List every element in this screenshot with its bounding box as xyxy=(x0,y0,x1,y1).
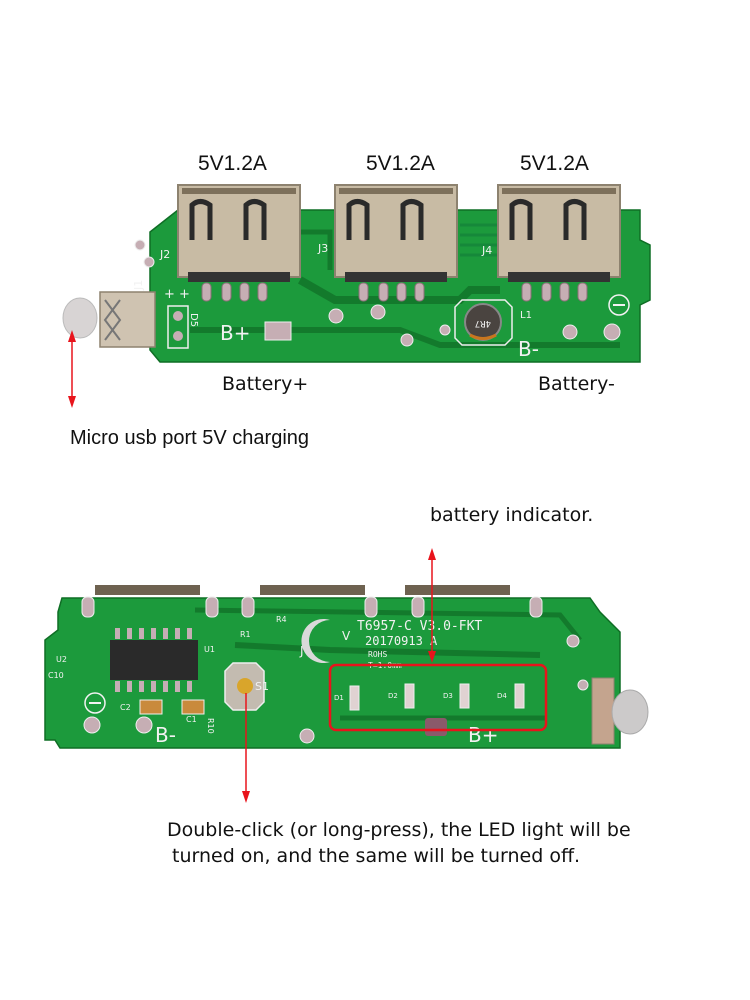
button-caption-line1: Double-click (or long-press), the LED li… xyxy=(167,819,631,841)
usb-port-3-spec: 5V1.2A xyxy=(520,152,589,175)
silk-plus-plus: + + xyxy=(164,287,190,302)
micro-usb-port xyxy=(62,291,156,348)
silk-c1: C1 xyxy=(186,715,197,724)
battery-indicator-arrow-icon xyxy=(428,548,436,663)
silk-j4: J4 xyxy=(481,244,492,257)
silk-s1: S1 xyxy=(255,680,269,693)
silk-d5: D5 xyxy=(188,313,199,327)
silk-j2: J2 xyxy=(159,248,170,261)
battery-minus-label: Battery- xyxy=(538,373,615,395)
button-caption-line2: turned on, and the same will be turned o… xyxy=(172,845,581,867)
silk-model: T6957-C V3.0-FKT xyxy=(357,619,482,634)
micro-usb-arrow-icon xyxy=(68,330,76,408)
usb-port-3 xyxy=(497,184,621,302)
silk-j1: J1 xyxy=(132,280,145,291)
minus-symbol-icon xyxy=(608,294,630,316)
inductor-marking: 4R7 xyxy=(475,318,491,328)
silk-d1: D1 xyxy=(334,694,344,702)
usb-port-2 xyxy=(334,184,458,302)
battery-indicator-caption: battery indicator. xyxy=(430,504,594,526)
capacitor-c2 xyxy=(139,699,163,715)
silk-d3: D3 xyxy=(443,692,453,700)
capacitor-c1 xyxy=(181,699,205,715)
bottom-micro-usb-port xyxy=(591,677,649,745)
silk-c2: C2 xyxy=(120,703,131,712)
silk-c10: C10 xyxy=(48,671,64,680)
switch-s1-button[interactable] xyxy=(224,662,265,711)
usb-port-1-spec: 5V1.2A xyxy=(198,152,267,175)
button-arrow-icon xyxy=(242,693,250,803)
silk-u1: U1 xyxy=(204,645,215,654)
silk-r4: R4 xyxy=(276,615,287,624)
silk-b-minus: B- xyxy=(518,337,539,361)
led-indicators xyxy=(349,683,525,711)
battery-plus-label: Battery+ xyxy=(222,373,309,395)
usb-port-1 xyxy=(177,184,301,302)
silk-bottom-b-plus: B+ xyxy=(468,723,498,747)
top-solder-pads xyxy=(134,239,621,347)
micro-usb-caption: Micro usb port 5V charging xyxy=(70,427,310,449)
silk-date: 20170913 A xyxy=(365,634,438,648)
bottom-b-pad xyxy=(425,718,447,736)
battery-indicator-highlight xyxy=(328,663,548,732)
jv-logo xyxy=(301,619,330,664)
silk-r10: R10 xyxy=(206,718,215,734)
logo-j: J xyxy=(299,644,304,658)
silk-d4: D4 xyxy=(497,692,507,700)
ic-chip-u1 xyxy=(110,628,198,692)
inductor-l1 xyxy=(454,299,513,346)
silk-l1: L1 xyxy=(520,310,532,321)
b-plus-pad xyxy=(264,321,292,341)
usb-port-2-spec: 5V1.2A xyxy=(366,152,435,175)
silk-bottom-b-minus: B- xyxy=(155,723,176,747)
silk-b-plus: B+ xyxy=(220,321,250,345)
silk-rohs: ROHS xyxy=(368,650,387,659)
silk-d2: D2 xyxy=(388,692,398,700)
logo-v: V xyxy=(342,629,351,643)
bottom-tabs xyxy=(81,596,589,744)
silk-j3: J3 xyxy=(317,242,328,255)
silk-u2: U2 xyxy=(56,655,67,664)
bottom-minus-symbol-icon xyxy=(84,692,106,714)
silk-r1: R1 xyxy=(240,630,251,639)
